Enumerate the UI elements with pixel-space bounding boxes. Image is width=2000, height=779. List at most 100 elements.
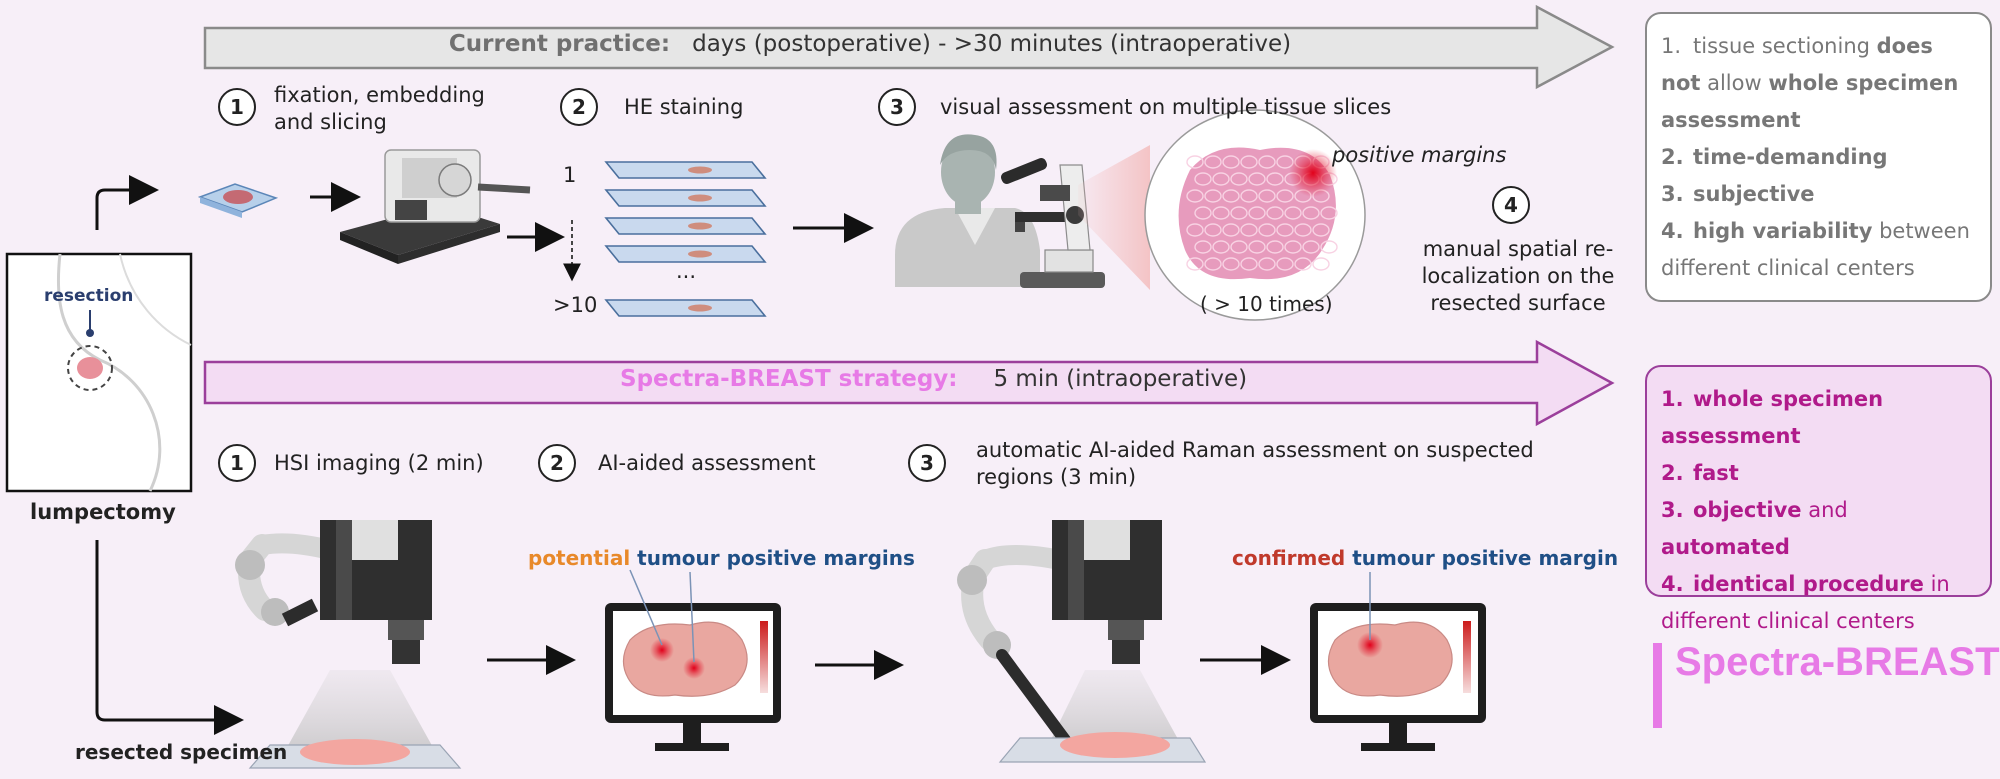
spectra-strategy-arrow: [203, 339, 1615, 427]
step-number-2-top: 2: [560, 88, 598, 126]
flow-arrow-up: [95, 175, 159, 230]
potential-margins-caption: potential tumour positive margins: [528, 546, 915, 570]
step-relocalization-line1: manual spatial re-: [1422, 237, 1614, 261]
tissue-cell: [1194, 206, 1212, 220]
tissue-cell: [1212, 172, 1230, 186]
spectra-strategy-label: Spectra-BREAST strategy:: [620, 366, 958, 392]
step-hsi-imaging-label: HSI imaging (2 min): [274, 451, 484, 475]
tissue-cell: [1276, 189, 1294, 203]
slide: [604, 245, 767, 263]
lumpectomy-label: lumpectomy: [30, 500, 176, 524]
tissue-cell: [1194, 172, 1212, 186]
brand-accent-bar: [1653, 643, 1662, 728]
brand-logo-text: Spectra-BREAST: [1675, 640, 2000, 684]
confirmed-word: confirmed: [1232, 546, 1346, 570]
slide-ellipsis: ...: [676, 259, 697, 283]
tissue-cell: [1248, 206, 1266, 220]
tissue-cell: [1222, 257, 1240, 271]
tissue-cell: [1204, 223, 1222, 237]
tumour-blob: [77, 357, 103, 379]
slide: [604, 217, 767, 235]
step-number-2-bottom: 2: [538, 444, 576, 482]
repetition-count-label: ( > 10 times): [1200, 292, 1333, 316]
tissue-cell: [1276, 257, 1294, 271]
slide-count-last: >10: [553, 293, 598, 317]
tissue-cell: [1240, 257, 1258, 271]
resection-label: resection: [44, 286, 134, 306]
tumour-positive-margin: tumour positive margin: [1352, 546, 1619, 570]
current-practice-label: Current practice:: [448, 31, 671, 57]
slide-tissue: [688, 250, 712, 258]
tissue-cell: [1240, 189, 1258, 203]
tissue-cell: [1258, 223, 1276, 237]
potential-word: potential: [528, 546, 631, 570]
tissue-cell: [1284, 206, 1302, 220]
slide-count-first: 1: [563, 163, 577, 187]
tissue-section-circle: [1144, 109, 1366, 321]
tissue-cell: [1204, 189, 1222, 203]
tissue-cell: [1240, 223, 1258, 237]
tissue-cell: [1284, 240, 1302, 254]
robot-arm-hsi-illustration: [235, 520, 462, 769]
tissue-cell: [1204, 155, 1222, 169]
step-fixation-line2: and slicing: [274, 110, 387, 134]
step-number-4-top: 4: [1492, 186, 1530, 224]
tissue-cell: [1204, 257, 1222, 271]
tissue-cell: [1248, 240, 1266, 254]
monitor-ai-assessment: [605, 603, 781, 751]
tissue-cell: [1186, 155, 1204, 169]
slide: [604, 189, 767, 207]
tissue-cell: [1186, 223, 1204, 237]
tissue-cell: [1320, 206, 1338, 220]
tissue-cell: [1230, 172, 1248, 186]
step-number-3-top: 3: [878, 88, 916, 126]
tissue-cell: [1230, 206, 1248, 220]
slide-tissue: [688, 194, 712, 202]
step-visual-assessment-label: visual assessment on multiple tissue sli…: [940, 95, 1392, 119]
tissue-cell: [1276, 223, 1294, 237]
pathologist-illustration: [895, 134, 1040, 287]
step-he-staining-label: HE staining: [624, 95, 744, 119]
spectra-advantages-panel: 1.whole specimen assessment 2.fast 3.obj…: [1645, 365, 1992, 633]
limitation-item-1: 1.tissue sectioning does not allow whole…: [1661, 34, 1959, 132]
spectra-strategy-time: 5 min (intraoperative): [993, 366, 1248, 392]
tissue-cell: [1312, 223, 1330, 237]
flow-arrow-down: [95, 540, 244, 735]
tissue-cell: [1266, 172, 1284, 186]
advantage-item-1: 1.whole specimen assessment: [1661, 387, 1884, 448]
tissue-cell: [1222, 155, 1240, 169]
tissue-cell: [1320, 240, 1338, 254]
current-practice-time: days (postoperative) - >30 minutes (intr…: [692, 31, 1292, 57]
limitation-item-4: 4.high variability between different cli…: [1661, 219, 1970, 280]
microtome-illustration: [340, 149, 531, 264]
step-number-3-bottom: 3: [908, 444, 946, 482]
limitation-item-3: 3.subjective: [1661, 182, 1815, 206]
step-number-1-bottom: 1: [218, 444, 256, 482]
tissue-cell: [1222, 189, 1240, 203]
advantage-item-3: 3.objective and automated: [1661, 498, 1848, 559]
advantage-item-4: 4.identical procedure in different clini…: [1661, 572, 1950, 633]
step-relocalization-line2: localization on the: [1421, 264, 1615, 288]
limitation-item-2: 2.time-demanding: [1661, 145, 1888, 169]
tissue-cell: [1230, 240, 1248, 254]
step-fixation-line1: fixation, embedding: [274, 83, 485, 107]
resected-specimen-label: resected specimen: [75, 740, 288, 764]
tumour-positive-margins: tumour positive margins: [637, 546, 915, 570]
robot-arm-raman-illustration: [957, 520, 1207, 763]
current-practice-limitations-panel: 1.tissue sectioning does not allow whole…: [1645, 12, 1992, 302]
current-practice-banner: Current practice: days (postoperative) -…: [205, 31, 1535, 57]
tissue-cell: [1248, 172, 1266, 186]
tissue-cell: [1302, 240, 1320, 254]
tissue-cell: [1186, 257, 1204, 271]
tissue-cell: [1212, 206, 1230, 220]
tissue-cell: [1258, 189, 1276, 203]
tissue-cell: [1222, 223, 1240, 237]
step-number-1-top: 1: [218, 88, 256, 126]
step-raman-assessment-label: automatic AI-aided Raman assessment on s…: [976, 437, 1534, 491]
slide: [604, 299, 767, 317]
tissue-cell: [1258, 155, 1276, 169]
tissue-cell: [1240, 155, 1258, 169]
tissue-cell: [1302, 206, 1320, 220]
